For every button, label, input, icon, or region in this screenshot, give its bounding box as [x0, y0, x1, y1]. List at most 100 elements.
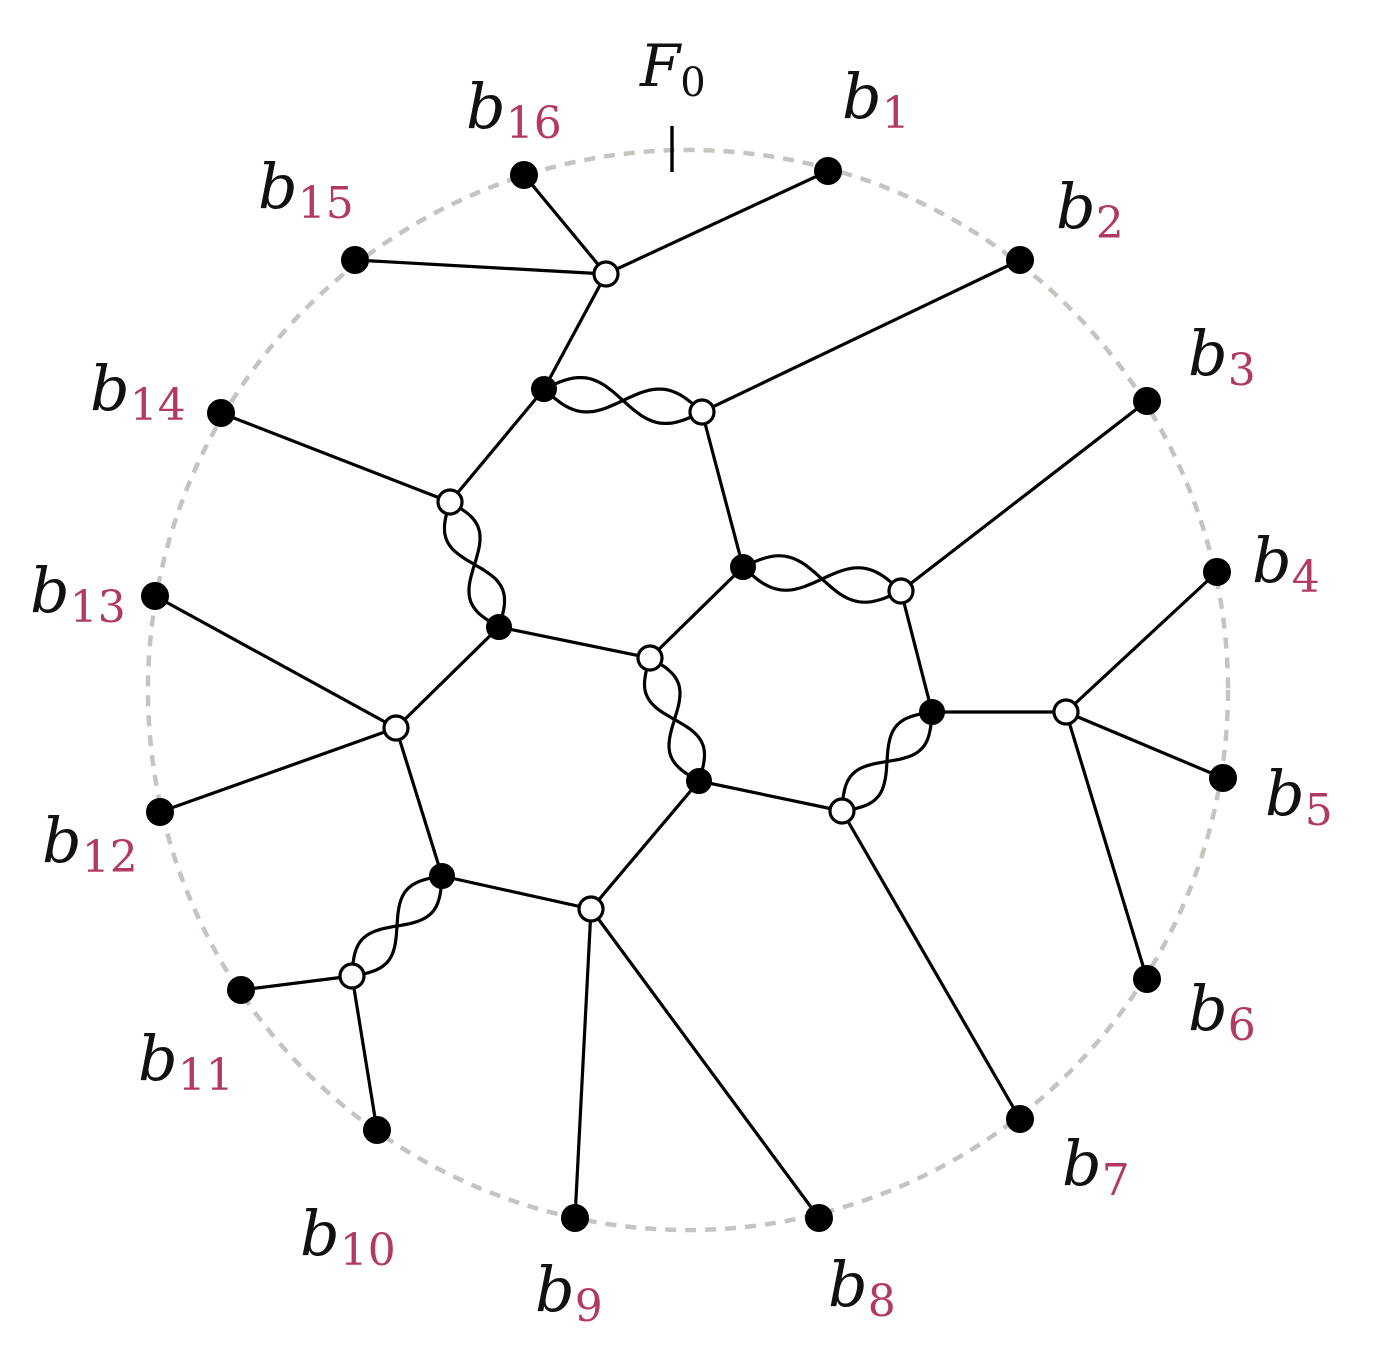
boundary-label-b9: b9: [535, 1253, 603, 1332]
boundary-label-b6: b6: [1188, 972, 1256, 1051]
boundary-node-b2: [1006, 246, 1034, 274]
white-node-w9: [577, 895, 605, 923]
white-node-w4: [887, 577, 915, 605]
boundary-label-index: 11: [178, 1050, 234, 1101]
boundary-node-b13: [141, 582, 169, 610]
boundary-circle: [145, 147, 1231, 1233]
boundary-label-letter: b: [842, 60, 882, 133]
boundary-label-index: 10: [340, 1225, 396, 1276]
boundary-node-b12: [146, 798, 174, 826]
edge-w9-b9: [573, 907, 593, 1220]
boundary-label-index: 1: [882, 88, 910, 139]
braided-edge-k1-w2: [542, 376, 704, 425]
boundary-label-b5: b5: [1265, 757, 1333, 836]
boundary-node-b3: [1133, 387, 1161, 415]
edge-k5-w8: [697, 779, 844, 813]
boundary-label-index: 15: [298, 178, 354, 229]
white-node-w5: [636, 644, 664, 672]
black-node-k1: [531, 376, 557, 402]
black-node-k5: [686, 768, 712, 794]
boundary-label-letter: b: [300, 1197, 340, 1270]
boundary-label-index: 16: [506, 98, 562, 149]
edge-b12-w6: [158, 726, 398, 814]
boundary-node-b4: [1203, 558, 1231, 586]
edge-b13-w6: [153, 594, 398, 730]
boundary-label-index: 3: [1228, 345, 1256, 396]
boundary-label-letter: b: [1056, 170, 1096, 243]
white-node-w3: [436, 488, 464, 516]
black-node-k3: [486, 614, 512, 640]
boundary-label-letter: b: [258, 150, 298, 223]
boundary-node-b6: [1133, 965, 1161, 993]
edge-w2-k2: [700, 410, 745, 569]
edge-k3-w6: [394, 625, 501, 730]
braided-edge-w5-k5: [648, 656, 701, 783]
boundary-node-b1: [814, 157, 842, 185]
white-node-w2: [688, 398, 716, 426]
edge-b1-w1: [604, 169, 830, 276]
edge-w9-b8: [589, 907, 821, 1220]
boundary-label-b2: b2: [1056, 170, 1124, 249]
boundary-label-b8: b8: [828, 1248, 896, 1327]
boundary-node-b9: [561, 1204, 589, 1232]
braided-edge-w3-k3: [448, 500, 501, 629]
boundary-label-b16: b16: [466, 70, 562, 149]
white-node-w10: [338, 962, 366, 990]
boundary-label-b12: b12: [42, 804, 138, 883]
boundary-node-b7: [1006, 1105, 1034, 1133]
edge-b3-w4: [899, 399, 1149, 593]
braided-edge-k2-w4: [741, 554, 903, 604]
boundary-label-letter: b: [138, 1022, 178, 1095]
boundary-label-b10: b10: [300, 1197, 396, 1276]
boundary-node-b15: [341, 246, 369, 274]
white-node-w7: [1052, 698, 1080, 726]
boundary-label-letter: b: [535, 1253, 575, 1326]
edge-k6-w9: [440, 874, 593, 911]
nodes-layer: [141, 157, 1237, 1232]
boundary-node-b16: [510, 161, 538, 189]
boundary-label-index: 7: [1102, 1155, 1130, 1206]
edge-b2-w2: [700, 258, 1022, 414]
edge-w1-k1: [542, 272, 608, 391]
boundary-node-b10: [363, 1116, 391, 1144]
edge-b5-w7: [1064, 710, 1225, 780]
boundary-label-letter: b: [1265, 757, 1305, 830]
boundary-label-b15: b15: [258, 150, 354, 229]
edge-w10-b11: [239, 974, 354, 992]
boundary-label-index: 6: [1228, 1000, 1256, 1051]
boundary-node-b8: [805, 1204, 833, 1232]
white-node-w8: [828, 797, 856, 825]
boundary-label-letter: b: [90, 352, 130, 425]
boundary-label-b4: b4: [1252, 524, 1320, 603]
edge-b15-w1: [353, 258, 608, 276]
boundary-label-letter: b: [1062, 1127, 1102, 1200]
braided-edge-k4-w8: [840, 710, 934, 813]
boundary-label-letter: b: [30, 554, 70, 627]
boundary-label-letter: b: [1188, 317, 1228, 390]
face-label: F0: [639, 32, 706, 106]
edge-k3-w5: [497, 625, 652, 660]
boundary-label-b7: b7: [1062, 1127, 1130, 1206]
boundary-node-b11: [227, 976, 255, 1004]
boundary-label-index: 5: [1305, 785, 1333, 836]
edge-k2-w5: [648, 565, 745, 660]
edge-w10-b10: [350, 974, 379, 1132]
boundary-node-b14: [207, 399, 235, 427]
boundary-label-b3: b3: [1188, 317, 1256, 396]
black-node-k2: [730, 554, 756, 580]
boundary-label-b11: b11: [138, 1022, 234, 1101]
black-node-k6: [429, 863, 455, 889]
edge-w6-k6: [394, 726, 444, 878]
boundary-label-index: 9: [575, 1281, 603, 1332]
white-node-w1: [592, 260, 620, 288]
white-node-w6: [382, 714, 410, 742]
edge-w4-k4: [899, 589, 934, 714]
edge-b14-w3: [219, 411, 452, 504]
boundary-label-index: 14: [130, 380, 186, 431]
boundary-label-letter: b: [466, 70, 506, 143]
boundary-node-b5: [1209, 764, 1237, 792]
boundary-label-b1: b1: [842, 60, 910, 139]
edge-b6-w7: [1064, 710, 1149, 981]
